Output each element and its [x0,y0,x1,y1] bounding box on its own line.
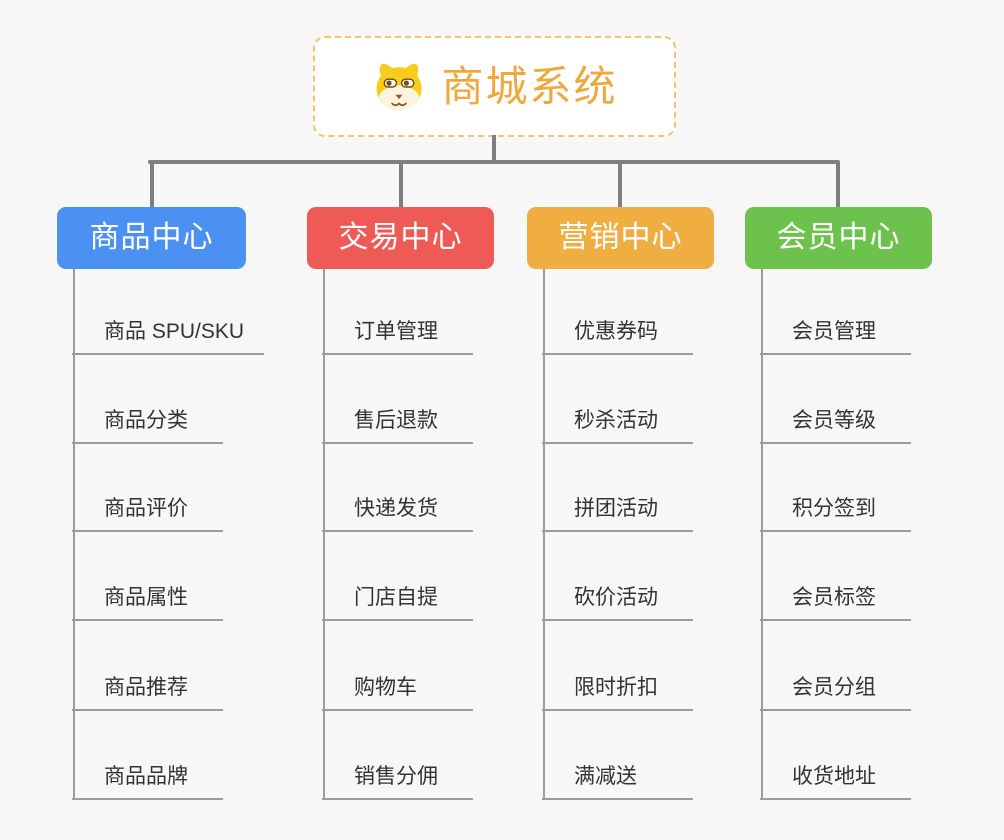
topic-item[interactable]: 砍价活动 [542,583,693,621]
branch-trunk-line [543,269,545,800]
topic-item[interactable]: 购物车 [322,673,473,711]
root-node[interactable]: 商城系统 [313,36,676,137]
dog-face-icon [371,61,427,113]
topic-item[interactable]: 商品评价 [72,494,223,532]
topic-item[interactable]: 限时折扣 [542,673,693,711]
connector-drop-branch-4 [836,162,840,208]
topic-item[interactable]: 积分签到 [760,494,911,532]
connector-horizontal-bar [148,160,840,164]
topic-item[interactable]: 会员等级 [760,406,911,444]
topic-item[interactable]: 会员管理 [760,317,911,355]
topic-item[interactable]: 商品分类 [72,406,223,444]
topic-item[interactable]: 门店自提 [322,583,473,621]
branch-member-center: 会员中心 会员管理 会员等级 积分签到 会员标签 会员分组 收货地址 [745,207,990,807]
topic-item[interactable]: 商品 SPU/SKU [72,317,265,355]
topic-item[interactable]: 满减送 [542,762,693,800]
branch-trunk-line [73,269,75,800]
topic-item[interactable]: 优惠券码 [542,317,693,355]
branch-trunk-line [323,269,325,800]
topic-item[interactable]: 商品品牌 [72,762,223,800]
root-title: 商城系统 [441,62,618,110]
connector-drop-branch-2 [399,162,403,208]
topic-item[interactable]: 会员分组 [760,673,911,711]
branch-trade-center: 交易中心 订单管理 售后退款 快递发货 门店自提 购物车 销售分佣 [307,207,552,807]
topic-item[interactable]: 秒杀活动 [542,406,693,444]
topic-item[interactable]: 拼团活动 [542,494,693,532]
connector-drop-branch-3 [618,162,622,208]
branch-marketing-center: 营销中心 优惠券码 秒杀活动 拼团活动 砍价活动 限时折扣 满减送 [527,207,772,807]
topic-item[interactable]: 会员标签 [760,583,911,621]
branch-header[interactable]: 会员中心 [745,207,932,269]
branch-header[interactable]: 营销中心 [527,207,714,269]
connector-drop-branch-1 [150,162,154,208]
topic-item[interactable]: 订单管理 [322,317,473,355]
connector-root-stub [492,135,496,162]
topic-item[interactable]: 售后退款 [322,406,473,444]
topic-item[interactable]: 快递发货 [322,494,473,532]
branch-product-center: 商品中心 商品 SPU/SKU 商品分类 商品评价 商品属性 商品推荐 商品品牌 [57,207,302,807]
branch-header[interactable]: 交易中心 [307,207,494,269]
branch-trunk-line [761,269,763,800]
topic-item[interactable]: 商品推荐 [72,673,223,711]
topic-item[interactable]: 收货地址 [760,762,911,800]
branch-header[interactable]: 商品中心 [57,207,246,269]
topic-item[interactable]: 商品属性 [72,583,223,621]
topic-item[interactable]: 销售分佣 [322,762,473,800]
